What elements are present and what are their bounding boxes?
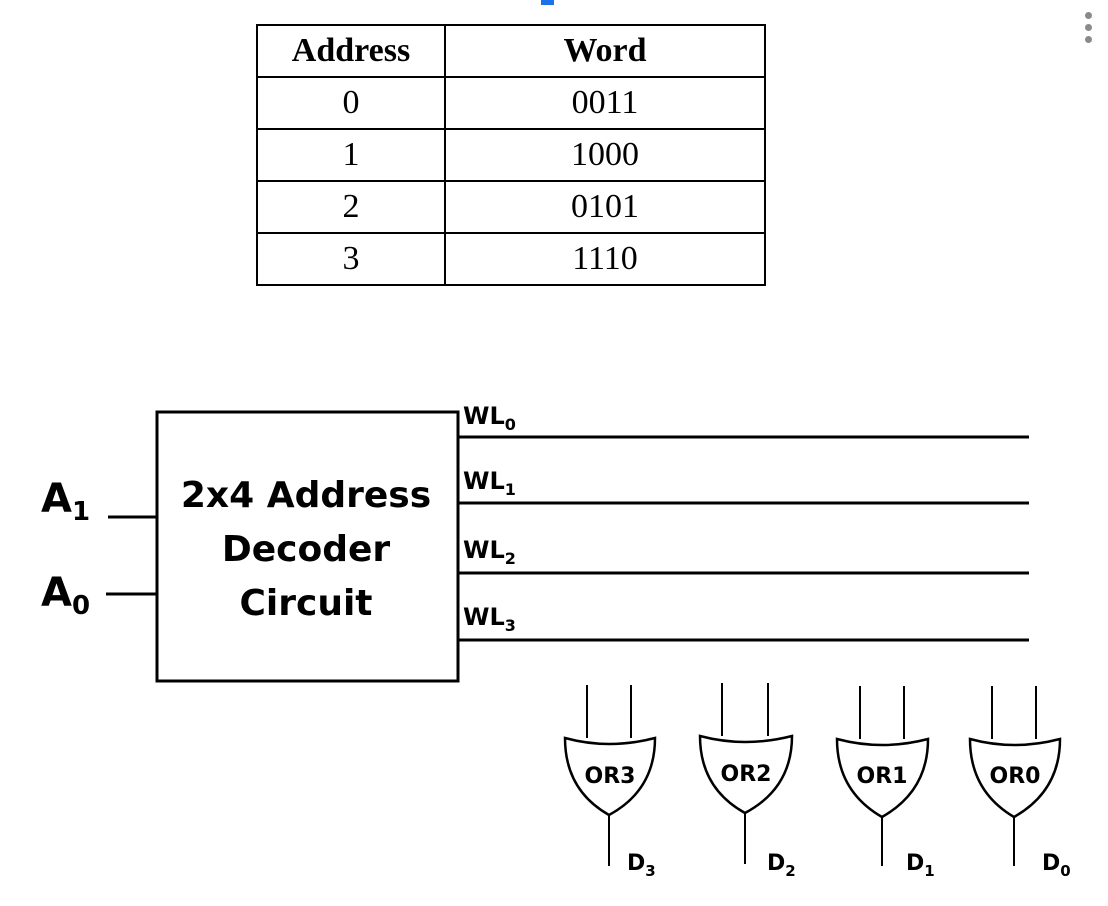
decoder-label-line1: 2x4 Address bbox=[181, 475, 431, 516]
or-gate-or3: OR3 D3 bbox=[563, 685, 657, 880]
word-cell: 1110 bbox=[444, 232, 766, 286]
or-gate-or0: OR0 D0 bbox=[968, 686, 1071, 880]
table-row: 3 1110 bbox=[256, 232, 766, 286]
output-label-d0: D0 bbox=[1042, 851, 1071, 880]
word-cell: 0011 bbox=[444, 76, 766, 130]
word-cell: 0101 bbox=[444, 180, 766, 234]
table-row: 0 0011 bbox=[256, 76, 766, 130]
address-cell: 0 bbox=[256, 76, 446, 130]
word-line-label-3: WL3 bbox=[463, 603, 516, 635]
more-vert-icon[interactable] bbox=[1081, 12, 1097, 48]
column-header-address: Address bbox=[256, 24, 446, 78]
output-label-d3: D3 bbox=[627, 851, 656, 880]
input-label-a1: A1 bbox=[41, 476, 90, 527]
table-row: 1 1000 bbox=[256, 128, 766, 182]
column-header-word: Word bbox=[444, 24, 766, 78]
or-gate-label: OR2 bbox=[721, 762, 772, 787]
table-header-row: Address Word bbox=[256, 24, 766, 78]
word-cell: 1000 bbox=[444, 128, 766, 182]
output-label-d1: D1 bbox=[906, 851, 935, 880]
word-line-label-2: WL2 bbox=[463, 536, 516, 568]
address-cell: 3 bbox=[256, 232, 446, 286]
memory-contents-table: Address Word 0 0011 1 1000 2 0101 3 1110 bbox=[256, 24, 766, 286]
input-label-a0: A0 bbox=[41, 570, 90, 621]
or-gate-label: OR1 bbox=[857, 764, 908, 789]
or-gate-or1: OR1 D1 bbox=[835, 686, 935, 880]
or-gate-label: OR0 bbox=[990, 764, 1041, 789]
or-gate-label: OR3 bbox=[585, 764, 636, 789]
or-gate-or2: OR2 D2 bbox=[698, 683, 796, 880]
decoder-label-line2: Decoder bbox=[222, 529, 391, 570]
table-row: 2 0101 bbox=[256, 180, 766, 234]
decoder-box bbox=[155, 410, 460, 683]
word-line-label-0: WL0 bbox=[463, 402, 516, 434]
word-line-label-1: WL1 bbox=[463, 467, 516, 499]
output-label-d2: D2 bbox=[767, 851, 796, 880]
address-cell: 1 bbox=[256, 128, 446, 182]
address-cell: 2 bbox=[256, 180, 446, 234]
decoder-label-line3: Circuit bbox=[239, 583, 372, 624]
top-accent-marker bbox=[541, 0, 554, 5]
